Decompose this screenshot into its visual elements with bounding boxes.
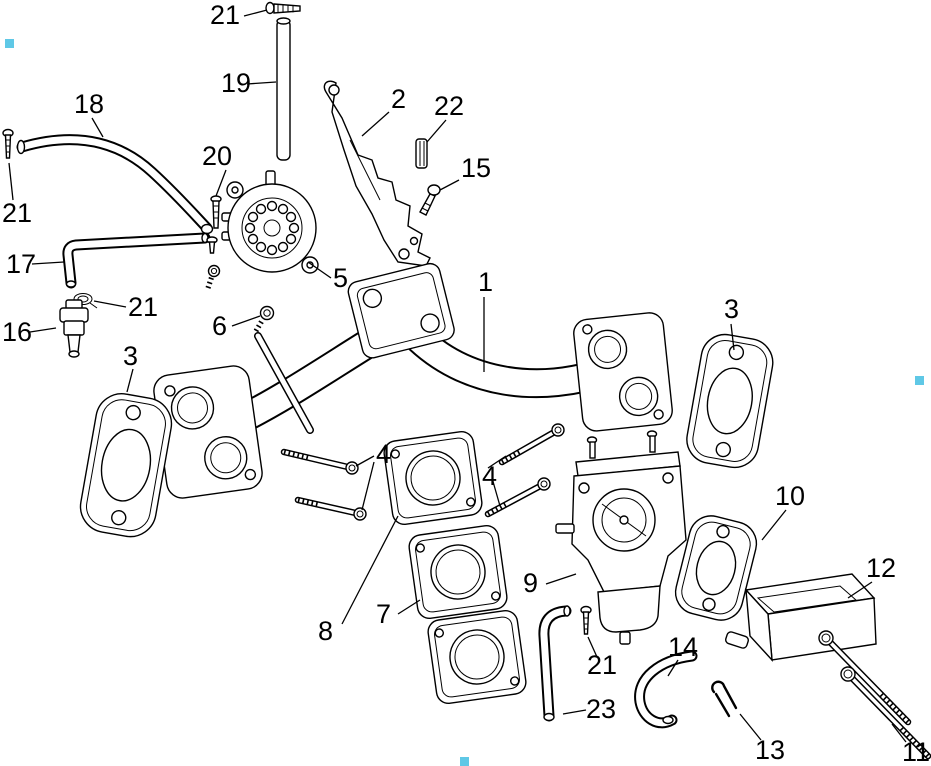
leader-3-right (730, 323, 735, 351)
leader-lines (8, 9, 907, 743)
label-part-15: 15 (461, 153, 491, 183)
label-part-4-left: 4 (376, 439, 391, 469)
leader-2 (361, 111, 390, 137)
label-part-3-left: 3 (123, 341, 138, 371)
leader-3-left (126, 368, 134, 393)
leader-4-right-b (491, 477, 501, 507)
label-part-16: 16 (2, 317, 32, 347)
part-18-fuel-hose (16, 134, 214, 235)
part-23-tube (538, 605, 572, 722)
marker-square-right (915, 376, 924, 385)
leader-4-left-a (355, 455, 375, 467)
part-11-bolts (818, 630, 931, 760)
leader-5 (307, 261, 332, 279)
leader-11 (891, 723, 907, 743)
label-part-21-left: 21 (2, 198, 32, 228)
leader-22 (426, 119, 447, 143)
leader-16 (29, 327, 57, 333)
label-part-21-bottom: 21 (587, 650, 617, 680)
leader-17 (31, 261, 65, 265)
label-part-21-top: 21 (210, 0, 240, 30)
manifold-carb-flange (347, 262, 455, 359)
part-3-gasket-left (79, 393, 173, 538)
leader-6 (231, 315, 261, 327)
manifold-right-flange (573, 312, 673, 432)
part-5-fuel-pump (221, 170, 319, 274)
part-14-bracket (634, 650, 698, 729)
label-part-2: 2 (391, 84, 406, 114)
leader-14 (667, 659, 679, 677)
leader-8 (341, 515, 399, 625)
part-7-insulator (408, 524, 508, 620)
leader-21-mid (93, 300, 127, 308)
label-part-1: 1 (478, 267, 493, 297)
part-15-screw (419, 184, 441, 216)
marker-square-left (5, 39, 14, 48)
label-part-12: 12 (866, 553, 896, 583)
leader-21-top (243, 9, 268, 17)
part-21-screw-top (265, 1, 301, 15)
part-4-bolts-right (484, 423, 565, 518)
part-22-pin (415, 138, 428, 169)
leader-20 (215, 169, 227, 197)
leader-18 (91, 117, 104, 138)
part-19-breather-tube (276, 17, 291, 161)
part-2-bracket (323, 80, 431, 267)
part-10-gasket (674, 515, 758, 621)
part-3-gasket-right (686, 333, 774, 469)
label-part-7: 7 (376, 599, 391, 629)
part-8-gasket-lower (427, 609, 527, 705)
part-8-gasket-upper (383, 430, 483, 526)
part-21-clamp (73, 293, 98, 309)
leader-4-right-a (487, 455, 507, 469)
label-part-18: 18 (74, 89, 104, 119)
leader-15 (439, 179, 460, 191)
label-part-13: 13 (755, 735, 785, 765)
label-part-6: 6 (212, 311, 227, 341)
part-20-screws (206, 195, 222, 254)
leader-19 (246, 81, 277, 85)
leader-9 (545, 573, 577, 585)
label-part-17: 17 (6, 249, 36, 279)
label-part-22: 22 (434, 91, 464, 121)
leader-12 (847, 581, 873, 599)
part-21-screw-bottom (580, 605, 592, 635)
label-part-4-right: 4 (482, 461, 497, 491)
leader-10 (761, 509, 787, 541)
part-4-bolts-left (280, 448, 367, 521)
label-part-9: 9 (523, 568, 538, 598)
leader-13 (739, 713, 762, 741)
marker-square-bottom (460, 757, 469, 766)
edge-markers (5, 39, 924, 766)
label-part-11: 11 (902, 737, 930, 766)
part-16-fuel-valve (59, 299, 89, 358)
label-part-20: 20 (202, 141, 232, 171)
part-1-intake-manifold (153, 262, 673, 499)
label-part-19: 19 (221, 68, 251, 98)
label-part-23: 23 (586, 694, 616, 724)
label-part-3-right: 3 (724, 294, 739, 324)
leader-21-left (8, 162, 14, 201)
leader-4-left-b (361, 461, 375, 511)
label-part-5: 5 (333, 263, 348, 293)
part-9-carburetor (555, 430, 687, 645)
label-part-8: 8 (318, 616, 333, 646)
part-13-clip (711, 680, 738, 718)
label-part-14: 14 (668, 632, 698, 662)
part-6-bolts (205, 264, 275, 333)
leader-23 (562, 709, 587, 715)
label-part-21-mid: 21 (128, 292, 158, 322)
part-21-screw-left (2, 128, 14, 159)
leader-21-bottom (587, 636, 598, 658)
manifold-left-flange (153, 365, 263, 499)
leader-7 (397, 599, 421, 615)
part-12-breather-box (725, 573, 877, 662)
label-part-10: 10 (775, 481, 805, 511)
part-17-fuel-tube (62, 232, 211, 289)
